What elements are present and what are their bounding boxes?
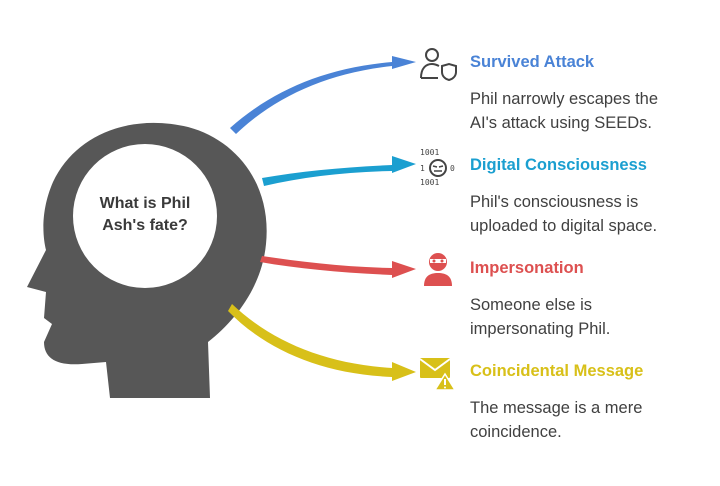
binary-face-icon: 1001 1 0 1001 <box>420 148 455 186</box>
arrow-survived-attack <box>230 56 416 134</box>
masked-person-icon <box>424 253 452 286</box>
branch-title-coincidental-message: Coincidental Message <box>470 362 644 380</box>
branch-title-impersonation: Impersonation <box>470 259 584 277</box>
arrow-impersonation <box>260 256 416 278</box>
svg-text:1: 1 <box>420 164 425 173</box>
svg-text:1001: 1001 <box>420 178 439 186</box>
arrow-digital-consciousness <box>262 156 416 186</box>
svg-text:1001: 1001 <box>420 148 439 157</box>
branch-desc-survived-attack: Phil narrowly escapes the AI's attack us… <box>470 90 659 132</box>
branch-desc-coincidental-message: The message is a mere coincidence. <box>470 399 643 441</box>
svg-text:0: 0 <box>450 164 455 173</box>
branch-title-survived-attack: Survived Attack <box>470 53 595 71</box>
branch-desc-digital-consciousness: Phil's consciousness is uploaded to digi… <box>470 193 658 235</box>
arrow-coincidental-message <box>228 304 416 381</box>
thought-circle <box>73 144 217 288</box>
center-question: What is Phil Ash's fate? <box>99 195 191 234</box>
person-shield-icon <box>420 48 457 82</box>
branch-desc-impersonation: Someone else is impersonating Phil. <box>470 296 611 338</box>
envelope-warning-icon <box>419 358 457 391</box>
branch-title-digital-consciousness: Digital Consciousness <box>470 156 647 174</box>
